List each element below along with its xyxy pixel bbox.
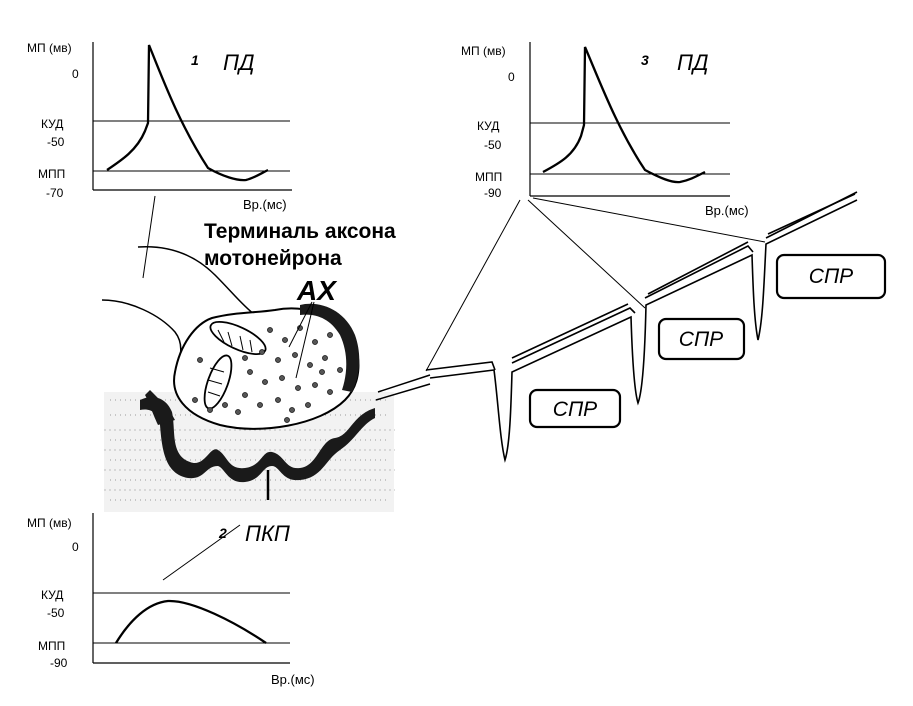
graph-3-mpp-label: МПП [475,170,502,184]
graph-3-y-label: МП (мв) [461,44,506,58]
graph-3-curve [542,46,706,184]
spr-box-2: СПР [657,317,746,361]
graph-3-kud-value: -50 [484,138,502,152]
axon-outline-lower [101,299,182,373]
graph-1-number: 1 [191,52,199,68]
ax-arrow-2 [295,301,315,379]
graph-1-time-label: Вр.(мс) [243,197,287,212]
spr-box-1-frame [528,388,622,429]
graph-2: МП (мв) 0 КУД -50 МПП -90 Вр.(мс) 2 ПКП [27,513,315,687]
pointer-graph-3-left [425,199,521,372]
fiber-upper-edge [425,191,858,371]
graph-1: МП (мв) 0 КУД -50 МПП -70 Вр.(мс) 1 ПД [27,41,292,212]
graph-2-kud-value: -50 [47,606,65,620]
spr-box-3: СПР [775,253,887,300]
graph-3-mpp-value: -90 [484,186,502,200]
pointer-graph-2 [162,524,241,581]
graph-3: МП (мв) 0 КУД -50 МПП -90 Вр.(мс) 3 ПД [461,42,749,218]
spr-box-3-frame [775,253,887,300]
junctional-folds [140,397,375,483]
pointer-graph-1 [142,195,156,279]
graph-1-zero-label: 0 [72,67,79,81]
graph-3-kud-label: КУД [477,119,499,133]
pointer-lines [142,195,766,581]
graph-2-number: 2 [218,525,227,541]
spr-box-2-frame [657,317,746,361]
graph-3-title: ПД [677,50,708,75]
graph-3-zero-label: 0 [508,70,515,84]
graph-2-zero-label: 0 [72,540,79,554]
ax-arrow-1 [288,301,313,348]
synapse-illustration [101,246,431,512]
terminal-dark-left [145,390,175,425]
graph-2-curve [115,599,267,644]
graph-2-y-label: МП (мв) [27,516,72,530]
synaptic-vesicles [192,325,343,423]
terminal-label-line-2: мотонейрона [204,247,342,270]
graph-2-title: ПКП [245,521,290,546]
graph-1-mpp-value: -70 [46,186,64,200]
terminal-label-line-1: Терминаль аксона [204,220,396,243]
spr-label-3: СПР [809,265,853,288]
graph-1-title: ПД [223,50,254,75]
graph-1-y-label: МП (мв) [27,41,72,55]
axon-outline-upper [137,246,256,316]
fiber-lower-edge [429,199,858,463]
graph-1-curve [106,44,269,182]
graph-3-number: 3 [641,52,649,68]
terminal-dark-edge [300,303,360,392]
graph-2-mpp-value: -90 [50,656,68,670]
spr-label-1: СПР [553,398,597,421]
membrane-link [377,374,431,393]
graph-2-time-label: Вр.(мс) [271,672,315,687]
graph-3-time-label: Вр.(мс) [705,203,749,218]
graph-1-kud-value: -50 [47,135,65,149]
membrane-link-lower [375,383,431,401]
fiber-upper-inner-2 [647,241,749,295]
axon-terminal [173,307,360,430]
fiber-upper-inner-3 [511,303,629,359]
pointer-graph-3-mid [527,199,646,309]
graph-1-kud-label: КУД [41,117,63,131]
spr-box-1: СПР [528,388,622,429]
pointer-graph-3-right [532,197,766,243]
graph-2-mpp-label: МПП [38,639,65,653]
mitochondrion-1 [209,320,267,356]
acetylcholine-label: АХ [296,275,338,306]
muscle-fiber-membrane [425,191,858,463]
graph-1-mpp-label: МПП [38,167,65,181]
graph-2-kud-label: КУД [41,588,63,602]
spr-label-2: СПР [679,328,723,351]
fiber-upper-inner [767,193,856,235]
